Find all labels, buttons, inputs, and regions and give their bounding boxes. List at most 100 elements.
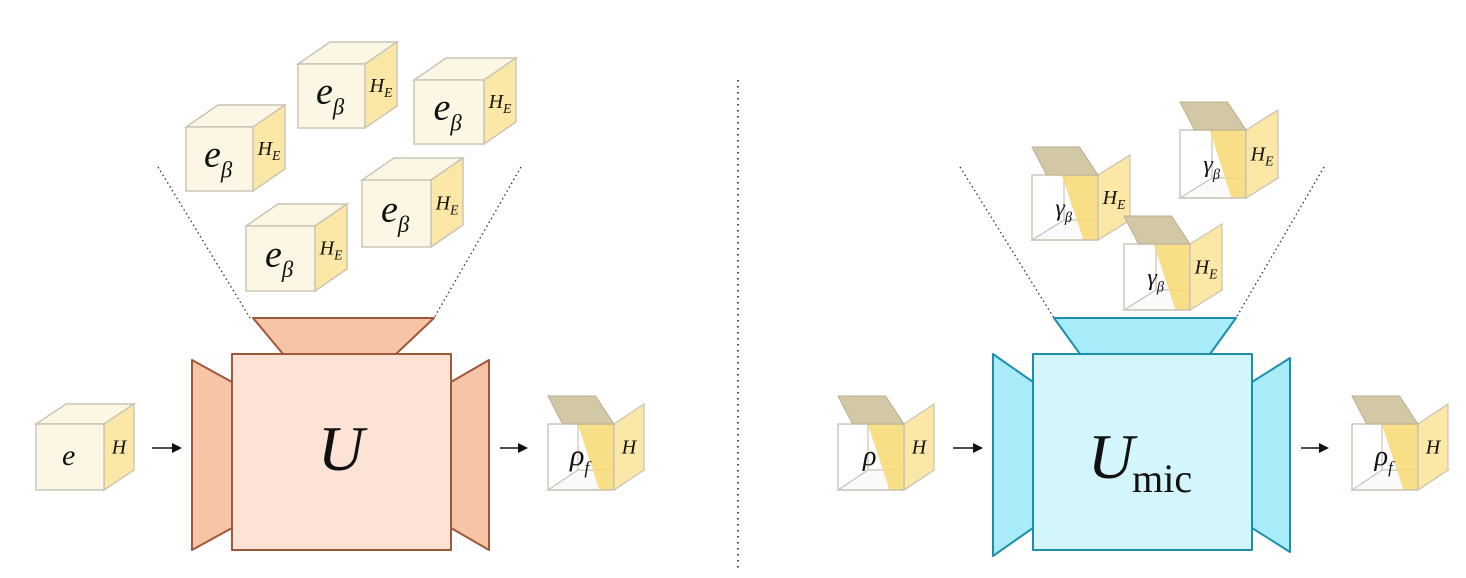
output-state-cube: ρf H: [546, 395, 646, 492]
space-subscript: E: [502, 101, 512, 116]
cube-space-label: H: [111, 436, 128, 458]
state-symbol: γ: [1203, 152, 1213, 178]
cube-interior-shade: [1061, 175, 1098, 240]
state-symbol: ρ: [569, 439, 584, 472]
cube-state-label: eβ: [265, 233, 294, 282]
state-subscript: β: [449, 110, 462, 135]
machine-hopper: [1053, 317, 1237, 355]
machine-right-flap: [450, 359, 490, 551]
space-symbol: H: [1194, 256, 1211, 278]
cube-state-label: e: [62, 439, 75, 472]
cube-space-label: H: [911, 436, 928, 458]
environment-cube: eβ HE: [359, 156, 466, 249]
cube-open-lid: [547, 395, 615, 425]
state-symbol: γ: [1055, 195, 1065, 221]
cube-space-label: H: [1425, 436, 1442, 458]
cube-interior-shade: [1209, 130, 1246, 198]
space-subscript: E: [333, 247, 343, 262]
cube-state-label: eβ: [316, 71, 345, 120]
state-symbol: e: [265, 233, 282, 275]
funnel-guide-left: [959, 166, 1055, 319]
machine-right-flap: [1251, 357, 1291, 553]
space-symbol: H: [319, 237, 336, 259]
space-symbol: H: [257, 138, 274, 160]
cube-open-lid: [1179, 101, 1247, 131]
state-subscript: β: [1156, 280, 1165, 296]
cube-space-label: HE: [257, 138, 281, 163]
state-symbol: e: [204, 134, 221, 176]
cube-state-label: γβ: [1203, 152, 1220, 183]
cube-state-label: γβ: [1055, 195, 1072, 226]
cube-front-face: [297, 63, 366, 129]
state-symbol: e: [433, 87, 450, 129]
cube-state-label: ρf: [569, 439, 592, 477]
state-subscript: β: [1064, 210, 1073, 226]
cube-state-label: eβ: [433, 87, 462, 136]
machine-left-flap: [992, 353, 1034, 557]
cube-interior-shade: [1381, 424, 1418, 490]
cube-space-label: HE: [1194, 256, 1218, 281]
environment-cube: γβ HE: [1029, 146, 1133, 242]
classical-machine: U: [191, 317, 490, 551]
output-arrow: [500, 443, 528, 453]
machine-left-flap: [191, 359, 233, 551]
cube-open-lid: [1031, 146, 1099, 176]
cube-interior-shade: [867, 424, 904, 490]
output-state-cube: ρf H: [1350, 395, 1450, 492]
state-subscript: β: [1212, 167, 1221, 183]
machine-label: Umic: [1088, 421, 1192, 501]
cube-space-label: HE: [369, 75, 393, 100]
state-subscript: β: [281, 257, 294, 282]
cube-front-face: [35, 423, 105, 491]
cube-open-lid: [1123, 215, 1191, 245]
space-symbol: H: [1102, 187, 1119, 209]
machine-body: [231, 353, 452, 551]
state-subscript: f: [1388, 458, 1395, 477]
cube-space-label: HE: [1102, 187, 1126, 212]
cube-space-label: HE: [488, 91, 512, 116]
cube-front-face: [185, 126, 254, 192]
space-symbol: H: [1425, 436, 1442, 458]
machine-body: [1032, 353, 1253, 551]
cube-front-face: [361, 179, 432, 248]
cube-open-lid: [837, 395, 905, 425]
environment-cube: eβ HE: [411, 56, 519, 146]
machine-hopper: [252, 317, 435, 355]
output-arrow: [1301, 443, 1329, 453]
input-arrow: [953, 443, 983, 453]
space-symbol: H: [911, 436, 928, 458]
environment-cube: γβ HE: [1121, 215, 1225, 312]
cube-state-label: γβ: [1147, 265, 1164, 296]
cube-front-face: [413, 79, 485, 145]
space-symbol: H: [435, 192, 452, 214]
state-symbol: ρ: [862, 441, 876, 472]
cube-space-label: H: [621, 436, 638, 458]
cube-interior-shade: [577, 424, 614, 490]
cube-space-label: HE: [1250, 143, 1274, 168]
cube-open-lid: [1351, 395, 1419, 425]
state-subscript: f: [584, 457, 592, 477]
space-symbol: H: [369, 75, 386, 97]
space-subscript: E: [1264, 153, 1274, 168]
space-subscript: E: [449, 202, 459, 217]
left-panel: U: [152, 166, 528, 551]
space-subscript: E: [383, 85, 393, 100]
quantum-machine: Umic: [992, 317, 1291, 557]
cube-state-label: eβ: [204, 134, 233, 183]
cube-front-face: [245, 225, 316, 292]
cube-interior-shade: [1153, 244, 1190, 310]
state-symbol: ρ: [1374, 441, 1388, 472]
space-subscript: E: [1116, 197, 1126, 212]
machine-label: U: [318, 413, 368, 484]
space-symbol: H: [621, 436, 638, 458]
cube-state-label: ρf: [1374, 441, 1395, 477]
cube-state-label: eβ: [381, 189, 410, 238]
state-symbol: e: [381, 189, 398, 231]
cube-space-label: HE: [319, 237, 343, 262]
environment-cube: eβ HE: [243, 202, 350, 293]
right-panel: Umic: [953, 166, 1329, 557]
